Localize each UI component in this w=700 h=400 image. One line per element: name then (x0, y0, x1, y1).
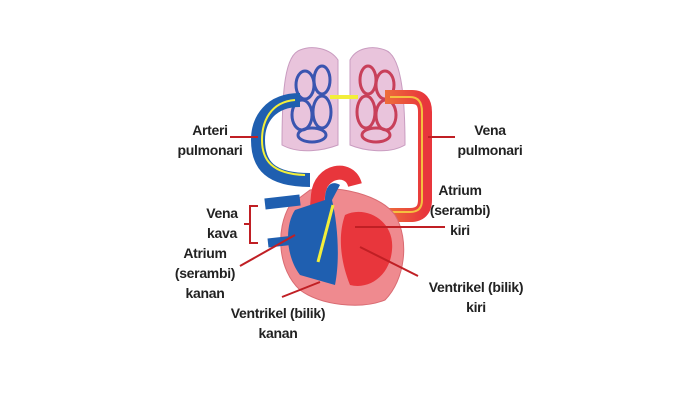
flow-arrow-right (372, 96, 423, 213)
label-vena-kava: Vena kava (206, 203, 238, 243)
label-line: kiri (466, 299, 486, 315)
left-atrium-ventricle (340, 211, 393, 286)
right-atrium-ventricle (288, 183, 340, 285)
heart-flow-arrow (316, 204, 335, 263)
label-ventrikel-kanan: Ventrikel (bilik) kanan (231, 303, 326, 343)
aorta (308, 165, 362, 231)
flow-arrow-left (260, 99, 306, 176)
label-atrium-kanan: Atrium (serambi) kanan (174, 243, 236, 303)
label-ventrikel-kiri: Ventrikel (bilik) kiri (429, 277, 524, 317)
vena-kava-top (264, 194, 301, 210)
label-line: pulmonari (177, 142, 243, 158)
label-line: Arteri (192, 122, 228, 138)
leader-lines (230, 136, 455, 298)
label-line: Ventrikel (bilik) (230, 305, 326, 321)
label-line: Ventrikel (bilik) (428, 279, 524, 295)
label-arteri-pulmonari: Arteri pulmonari (178, 120, 243, 160)
label-line: (serambi) (174, 265, 236, 281)
label-atrium-kiri: Atrium (serambi) kiri (429, 180, 491, 240)
label-line: Vena (206, 205, 238, 221)
label-line: (serambi) (429, 202, 491, 218)
heart (264, 165, 405, 306)
label-line: Atrium (438, 182, 482, 198)
label-line: kanan (185, 285, 225, 301)
label-line: kanan (258, 325, 298, 341)
lungs (281, 47, 406, 152)
label-line: Vena (474, 122, 506, 138)
label-line: kiri (450, 222, 470, 238)
label-vena-pulmonari: Vena pulmonari (458, 120, 523, 160)
label-line: kava (207, 225, 237, 241)
label-line: pulmonari (457, 142, 523, 158)
left-lung-vessels (290, 64, 333, 144)
label-line: Atrium (183, 245, 227, 261)
right-lung-vessels (355, 64, 398, 144)
